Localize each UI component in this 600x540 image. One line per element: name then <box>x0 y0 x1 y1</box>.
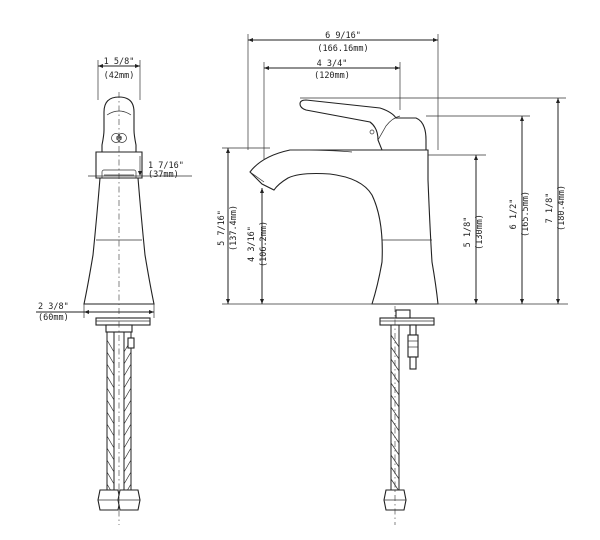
side-reach-dimension: 4 3/4" (120mm) <box>263 59 401 160</box>
height-5-7-16-metric: (137.4mm) <box>229 205 239 251</box>
height-7-1-8-imperial: 7 1/8" <box>545 193 555 224</box>
front-top-width-imperial: 1 5/8" <box>104 57 135 67</box>
height-6-1-2-metric: (165.5mm) <box>521 191 531 237</box>
height-4-3-16-imperial: 4 3/16" <box>247 226 257 262</box>
height-5-1-8-metric: (130mm) <box>475 214 485 250</box>
front-top-width-metric: (42mm) <box>104 71 135 81</box>
side-height-7-1-8-dimension: 7 1/8" (180.4mm) <box>300 97 567 304</box>
height-7-1-8-metric: (180.4mm) <box>557 185 567 231</box>
front-spout-height-imperial: 1 7/16" <box>148 161 184 171</box>
front-spout-dimension: 1 7/16" (37mm) <box>88 156 192 180</box>
side-height-5-7-16-dimension: 5 7/16" (137.4mm) <box>217 147 270 304</box>
height-5-7-16-imperial: 5 7/16" <box>217 210 227 246</box>
side-height-6-1-2-dimension: 6 1/2" (165.5mm) <box>426 115 531 304</box>
height-5-1-8-imperial: 5 1/8" <box>463 217 473 248</box>
reach-imperial: 4 3/4" <box>317 59 348 69</box>
overall-width-metric: (166.16mm) <box>317 44 368 54</box>
front-base-width-imperial: 2 3/8" <box>38 302 69 312</box>
side-height-4-3-16-dimension: 4 3/16" (106.2mm) <box>247 188 269 304</box>
reach-metric: (120mm) <box>314 71 350 81</box>
front-supply-lines <box>95 92 151 525</box>
front-view: 1 5/8" (42mm) ОӨ 1 7/16" (37mm) <box>36 57 192 525</box>
front-top-width-dimension: 1 5/8" (42mm) <box>97 57 141 100</box>
height-4-3-16-metric: (106.2mm) <box>259 221 269 267</box>
front-base-width-metric: (60mm) <box>38 313 69 323</box>
handle-mark: ОӨ <box>116 136 122 142</box>
side-overall-width-dimension: 6 9/16" (166.16mm) <box>247 31 439 150</box>
side-faucet-body <box>249 99 439 305</box>
front-spout-height-metric: (37mm) <box>148 170 179 180</box>
height-6-1-2-imperial: 6 1/2" <box>509 199 519 230</box>
side-supply-lines <box>379 306 435 525</box>
side-view: 6 9/16" (166.16mm) 4 3/4" (120mm) <box>217 31 568 525</box>
overall-width-imperial: 6 9/16" <box>325 31 361 41</box>
front-base-width-dimension: 2 3/8" (60mm) <box>36 302 155 323</box>
side-height-5-1-8-dimension: 5 1/8" (130mm) <box>428 154 486 304</box>
